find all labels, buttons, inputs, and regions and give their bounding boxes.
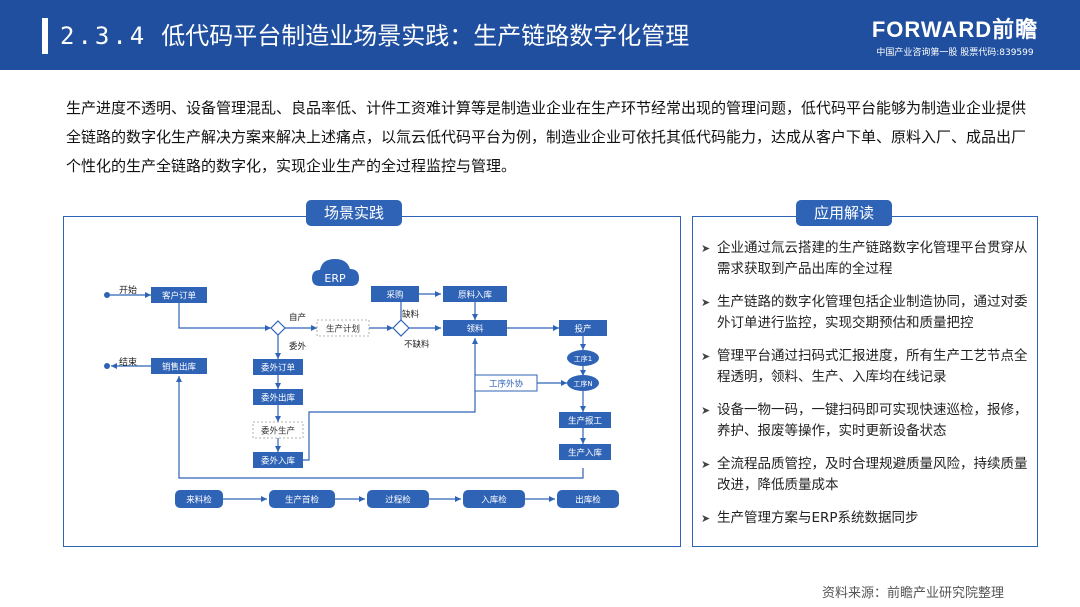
qc-incoming: 来料检: [175, 490, 223, 508]
svg-text:委外入库: 委外入库: [261, 456, 296, 467]
list-item: ➤企业通过氚云搭建的生产链路数字化管理平台贯穿从需求获取到产品出库的全过程: [701, 240, 1028, 277]
erp-label: ERP: [324, 272, 346, 285]
scenario-panel-label: 场景实践: [306, 200, 403, 226]
source-note: 资料来源：前瞻产业研究院整理: [822, 586, 1005, 601]
svg-text:来料检: 来料检: [186, 495, 212, 506]
forward-logo: FORWARD前瞻 中国产业咨询第一股 股票代码:839599: [860, 12, 1050, 58]
qc-inbound: 入库检: [463, 490, 525, 508]
node-production-plan: 生产计划: [316, 319, 370, 337]
logo-tagline: 中国产业咨询第一股 股票代码:839599: [876, 48, 1034, 58]
svg-text:委外订单: 委外订单: [261, 363, 296, 374]
svg-text:生产首检: 生产首检: [285, 495, 320, 506]
end-label: 结束: [119, 356, 137, 368]
start-label: 开始: [119, 284, 137, 296]
svg-text:工序外协: 工序外协: [489, 379, 524, 390]
svg-text:入库检: 入库检: [481, 495, 507, 506]
list-item: ➤生产管理方案与ERP系统数据同步: [700, 508, 1032, 529]
decision-self-or-outsource: [270, 320, 286, 336]
node-put-production: 投产: [559, 320, 607, 336]
chevron-right-icon: ➤: [701, 458, 711, 471]
node-outsource-production: 委外生产: [252, 421, 304, 439]
svg-text:委外出库: 委外出库: [261, 393, 296, 404]
title-accent-bar: [42, 18, 48, 54]
chevron-right-icon: ➤: [701, 512, 711, 525]
page-title: 2.3.4 低代码平台制造业场景实践：生产链路数字化管理: [60, 17, 689, 55]
qc-in-process: 过程检: [367, 490, 429, 508]
section-number: 2.3.4: [60, 22, 148, 50]
svg-text:领料: 领料: [466, 324, 484, 335]
chevron-right-icon: ➤: [701, 242, 711, 255]
start-dot: [104, 292, 110, 298]
label-outsource: 委外: [289, 341, 307, 352]
qc-first-article: 生产首检: [269, 490, 335, 508]
node-outsource-outbound: 委外出库: [253, 389, 303, 405]
svg-text:生产报工: 生产报工: [568, 416, 603, 427]
svg-text:过程检: 过程检: [385, 495, 411, 506]
title-text: 低代码平台制造业场景实践：生产链路数字化管理: [161, 22, 690, 50]
node-customer-order: 客户订单: [151, 287, 207, 303]
svg-text:生产入库: 生产入库: [568, 448, 603, 459]
svg-text:工序N: 工序N: [573, 379, 592, 388]
list-item: ➤生产链路的数字化管理包括企业制造协同，通过对委外订单进行监控，实现交期预估和质…: [701, 294, 1028, 331]
node-purchase: 采购: [371, 286, 419, 302]
svg-text:出库检: 出库检: [575, 495, 601, 506]
svg-text:销售出库: 销售出库: [162, 362, 197, 373]
svg-text:原料入库: 原料入库: [458, 290, 493, 301]
svg-text:采购: 采购: [386, 290, 403, 301]
svg-text:委外生产: 委外生产: [261, 426, 295, 437]
production-flow-diagram: 开始 结束 ERP 客户订单 销售出库 自产 委外 生产计划 缺料 不缺料 采购…: [104, 259, 619, 508]
node-production-report: 生产报工: [559, 412, 611, 428]
chevron-right-icon: ➤: [701, 404, 711, 417]
intro-paragraph: 生产进度不透明、设备管理混乱、良品率低、计件工资难计算等是制造业企业在生产环节经…: [66, 99, 1027, 175]
svg-text:生产计划: 生产计划: [326, 324, 360, 335]
label-self-produce: 自产: [289, 312, 306, 323]
node-process-n: 工序N: [567, 375, 599, 391]
node-production-inbound: 生产入库: [559, 444, 611, 460]
node-material-inbound: 原料入库: [443, 286, 507, 302]
logo-brand: FORWARD前瞻: [871, 17, 1039, 42]
list-item: ➤管理平台通过扫码式汇报进度，所有生产工艺节点全程透明，领料、生产、入库均在线记…: [701, 348, 1028, 385]
svg-text:客户订单: 客户订单: [162, 291, 197, 302]
node-outsource-order: 委外订单: [253, 359, 303, 375]
svg-text:投产: 投产: [574, 324, 591, 335]
decision-material-check: [392, 319, 410, 337]
list-item: ➤全流程品质管控，及时合理规避质量风险，持续质量改进，降低质量成本: [701, 456, 1028, 493]
node-process-outsource: 工序外协: [474, 374, 538, 392]
node-outsource-inbound: 委外入库: [253, 452, 303, 468]
end-dot: [104, 363, 110, 369]
erp-cloud-icon: ERP: [312, 259, 359, 286]
interpretation-list: ➤企业通过氚云搭建的生产链路数字化管理平台贯穿从需求获取到产品出库的全过程 ➤生…: [700, 238, 1032, 541]
label-no-shortage: 不缺料: [404, 339, 430, 350]
label-shortage: 缺料: [402, 309, 420, 320]
node-sales-outbound: 销售出库: [151, 358, 207, 374]
header-banner: 2.3.4 低代码平台制造业场景实践：生产链路数字化管理 FORWARD前瞻 中国…: [0, 0, 1080, 70]
interpretation-panel-label: 应用解读: [796, 200, 893, 226]
svg-text:工序1: 工序1: [574, 354, 592, 363]
list-item: ➤设备一物一码，一键扫码即可实现快速巡检，报修，养护、报废等操作，实时更新设备状…: [701, 402, 1028, 439]
qc-outbound: 出库检: [557, 490, 619, 508]
node-process-1: 工序1: [567, 350, 599, 366]
chevron-right-icon: ➤: [701, 350, 711, 363]
node-pick-material: 领料: [443, 320, 507, 336]
chevron-right-icon: ➤: [701, 296, 711, 309]
